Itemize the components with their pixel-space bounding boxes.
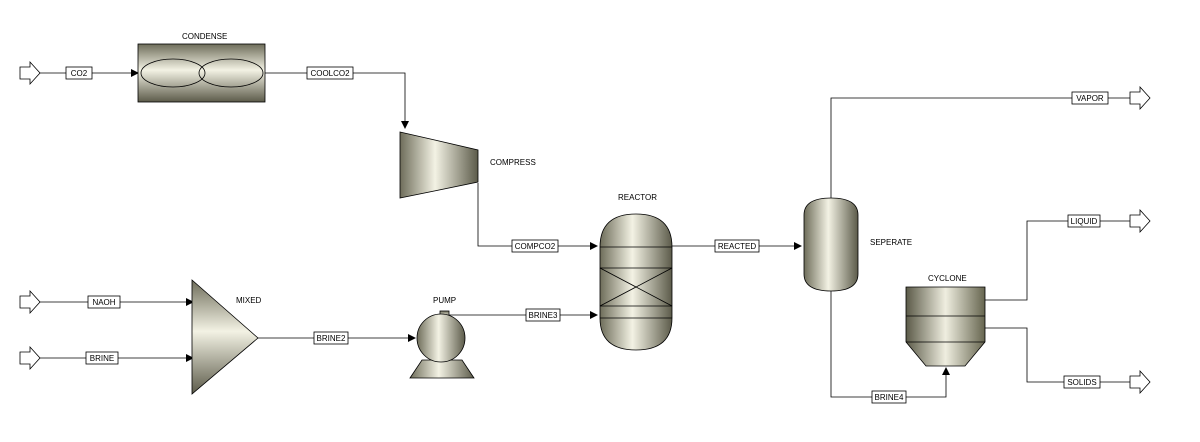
label-compress: COMPRESS: [490, 158, 536, 167]
svg-text:SOLIDS: SOLIDS: [1067, 378, 1096, 387]
svg-text:COMPCO2: COMPCO2: [515, 242, 556, 251]
svg-text:REACTED: REACTED: [718, 242, 756, 251]
separator-vessel: [803, 197, 859, 292]
label-mixed: MIXED: [236, 296, 262, 305]
line-liquid: [985, 220, 1130, 301]
stream-tag-naoh: NAOH: [87, 295, 121, 309]
stream-tag-solids: SOLIDS: [1063, 375, 1101, 389]
label-pump: PUMP: [433, 296, 456, 305]
reactor-unit: [599, 213, 673, 351]
stream-tag-vapor: VAPOR: [1071, 91, 1109, 105]
stream-tag-reacted: REACTED: [714, 239, 760, 253]
line-compco2: [477, 183, 598, 250]
stream-tag-brine4: BRINE4: [871, 390, 907, 404]
condenser-unit: [137, 43, 266, 103]
svg-text:BRINE2: BRINE2: [317, 334, 346, 343]
line-solids: [985, 327, 1130, 383]
product-arrow-vapor: [1129, 85, 1151, 111]
condenser-coil-left: [140, 58, 206, 88]
stream-tag-co2: CO2: [65, 66, 93, 80]
stream-tag-brine: BRINE: [85, 351, 119, 365]
label-seperate: SEPERATE: [870, 238, 912, 247]
reactor-body: [599, 213, 673, 351]
cyclone-unit: [905, 286, 986, 367]
pump-casing: [416, 313, 466, 363]
stream-tag-liquid: LIQUID: [1067, 214, 1101, 228]
product-arrow-liquid: [1129, 208, 1151, 234]
feed-arrow-naoh: [19, 289, 41, 315]
feed-arrows: [19, 60, 1151, 395]
svg-text:BRINE3: BRINE3: [529, 311, 558, 320]
pump-unit: [409, 310, 475, 379]
label-cyclone: CYCLONE: [928, 274, 967, 283]
svg-text:BRINE4: BRINE4: [875, 393, 904, 402]
svg-text:NAOH: NAOH: [92, 298, 115, 307]
stream-tag-coolco2: COOLCO2: [306, 66, 354, 80]
label-condense: CONDENSE: [182, 32, 227, 41]
condenser-body: [137, 43, 266, 103]
svg-text:CO2: CO2: [71, 69, 88, 78]
cyclone-body: [905, 286, 986, 367]
compressor-unit: [399, 131, 479, 199]
svg-text:BRINE: BRINE: [90, 354, 114, 363]
product-arrow-solids: [1129, 369, 1151, 395]
condenser-coil-right: [198, 58, 264, 88]
svg-text:LIQUID: LIQUID: [1071, 217, 1098, 226]
line-coolco2: [265, 72, 409, 129]
svg-text:VAPOR: VAPOR: [1076, 94, 1104, 103]
line-vapor: [830, 97, 1130, 198]
label-reactor: REACTOR: [618, 193, 657, 202]
reactor-packing-cross-b: [599, 267, 673, 307]
pump-base: [409, 359, 475, 379]
feed-arrow-co2: [19, 60, 41, 86]
svg-text:COOLCO2: COOLCO2: [310, 69, 350, 78]
stream-tag-brine3: BRINE3: [525, 308, 561, 322]
stream-tag-compco2: COMPCO2: [511, 239, 559, 253]
stream-tag-brine2: BRINE2: [313, 331, 349, 345]
mixer-unit: [191, 279, 259, 395]
feed-arrow-brine: [19, 345, 41, 371]
